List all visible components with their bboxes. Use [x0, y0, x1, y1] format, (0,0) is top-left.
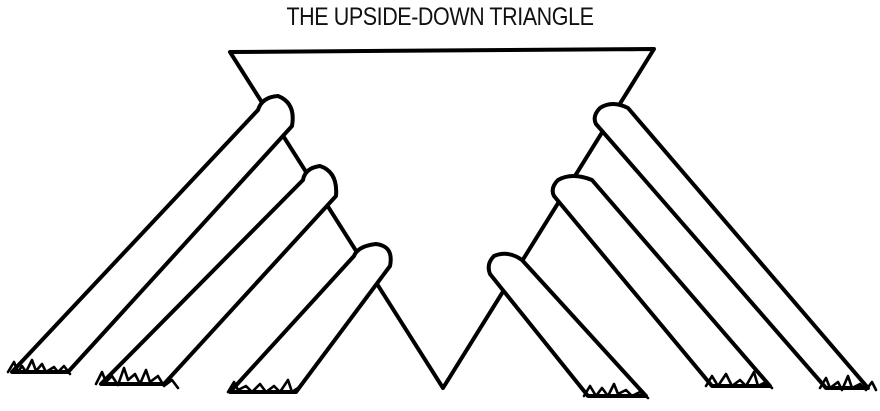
upside-down-triangle-diagram	[0, 0, 880, 411]
